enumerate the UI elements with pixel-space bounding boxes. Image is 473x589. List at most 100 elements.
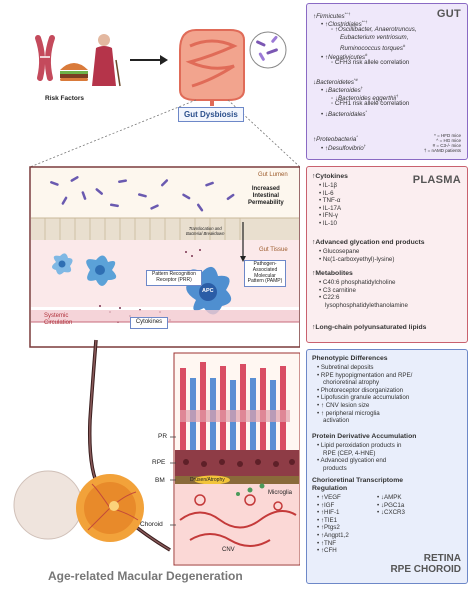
list-item: • Nε(1-carboxyethyl)-lysine): [319, 255, 395, 263]
cytokines-box: Cytokines: [130, 317, 168, 329]
bacteroides-eggerthii-line: ◦ ↓Bacteroides eggerthii†: [331, 93, 399, 103]
firmicutes-line: ↑Firmicutes*^†: [313, 11, 351, 21]
cfh1-line: ◦ CFH1 risk allele correlation: [331, 100, 410, 107]
apc-label: APC: [202, 288, 214, 294]
metabolites-heading: ↑Metabolites: [312, 270, 353, 277]
gut-tissue-label: Gut Tissue: [259, 247, 288, 253]
bacteroidetes-line: ↓Bacteroidetes*#: [313, 77, 358, 87]
list-item: RPE (CEP, 4-HNE): [323, 449, 376, 457]
upregulated-list: • ↑VEGF • ↑IGF • ↑HIF-1 • ↑TIE1 • ↑Ptgs2…: [317, 494, 349, 555]
retina-panel: Phenotypic Differences • Subretinal depo…: [306, 349, 468, 584]
list-item: • Advanced glycation end: [317, 457, 387, 465]
list-item: • ↓PGC1a: [377, 501, 405, 509]
list-item: • C40:6 phosphatidylcholine: [319, 279, 396, 286]
retina-title-block: RETINA RPE CHOROID: [390, 553, 461, 575]
downregulated-list: • ↓AMPK • ↓PGC1a • ↓CXCR3: [377, 494, 405, 517]
list-item: • ↑ peripheral microglia: [317, 409, 380, 417]
gut-panel: GUT ↑Firmicutes*^† • ↑Clostridiales*^† ◦…: [306, 3, 468, 160]
list-item: • C3 carnitine: [319, 286, 356, 294]
proteobacteria-line: ↑Proteobacteria*: [313, 134, 358, 144]
list-item: • TNF-α: [319, 197, 341, 205]
phenotypic-heading: Phenotypic Differences: [312, 355, 388, 362]
choroid-label: Choroid: [140, 521, 163, 528]
transcriptome-heading-2: Regulation: [312, 485, 348, 492]
list-item: • ↑TIE1: [317, 516, 338, 524]
epithelium: [31, 217, 299, 240]
microglia-label: Microglia: [268, 490, 293, 496]
phenotype-list: • Subretinal deposits • RPE hypopigmenta…: [317, 364, 412, 425]
cnv-label: CNV: [222, 547, 235, 553]
oscillibacter-line: ◦ ↑Oscillibacter, Anaerotruncus,: [331, 26, 417, 33]
list-item: • ↓AMPK: [377, 494, 402, 501]
increased-permeability-label: Increased Intestinal Permeability: [248, 186, 284, 206]
list-item: • IL-17A: [319, 204, 342, 212]
list-item: • ↑TNF: [317, 539, 337, 547]
figure-title: Age-related Macular Degeneration: [48, 569, 243, 583]
risk-factors-label: Risk Factors: [45, 95, 85, 102]
negativicutes-line: • ↑Negativicutes#: [321, 52, 368, 62]
plasma-title: PLASMA: [412, 174, 461, 186]
list-item: • IL-1β: [319, 182, 338, 189]
bm-label: BM: [155, 477, 165, 484]
pamp-box: Pathogen- Associated Molecular Pattern (…: [244, 260, 286, 288]
apc-cell: [86, 255, 117, 286]
list-item: • ↑Ptgs2: [317, 524, 340, 532]
list-item: • IL-6: [319, 189, 334, 197]
gut-title: GUT: [436, 8, 461, 20]
lumen-bacteria: [50, 176, 235, 212]
list-item: • Subretinal deposits: [317, 364, 374, 371]
rpe-choroid-title: RPE CHOROID: [390, 564, 461, 575]
pr-label: PR: [158, 433, 168, 440]
cytokines-heading: ↑Cytokines: [312, 173, 348, 180]
translocation-label: Translocation and Bacterial Breakdown: [186, 226, 225, 236]
drusen-label: Drusen/Atrophy: [190, 477, 225, 483]
lipids-heading: ↑Long-chain polyunsaturated lipids: [312, 324, 427, 331]
list-item: • Glucosepane: [319, 248, 360, 255]
ruminococcus-line: Ruminococcus torques#: [340, 43, 406, 53]
list-item: • Photoreceptor disorganization: [317, 386, 404, 394]
protein-list: • Lipid peroxidation products in RPE (CE…: [317, 442, 401, 472]
list-item: • ↑VEGF: [317, 494, 341, 501]
list-item: • IL-10: [319, 219, 337, 227]
gut-legend: * = HFD mice ^ = HG mice # = C3-/- mice …: [423, 133, 461, 153]
retina-title: RETINA: [423, 553, 461, 564]
bacteria-icon: [249, 31, 287, 69]
cfh3-line: ◦ CFH3 risk allele correlation: [331, 59, 410, 66]
elderly-person-icon: [92, 34, 121, 87]
eubacterium-line: Eubacterium ventriosum,: [340, 34, 409, 41]
bacteroidales-line: • ↓Bacteroidales*: [321, 109, 368, 119]
list-item: • Lipofuscin granule accumulation: [317, 394, 410, 402]
systemic-circulation-label: Systemic Circulation: [44, 313, 73, 326]
list-item: • ↑CFH: [317, 547, 337, 555]
rpe-label: RPE: [152, 459, 166, 466]
list-item: • ↑HIF-1: [317, 509, 340, 517]
desulfovibrio-line: • ↑Desulfovibrio†: [321, 143, 366, 153]
list-item: • C22:6: [319, 294, 340, 302]
cytokine-list: • IL-1β • IL-6 • TNF-α • IL-17A • IFN-γ …: [319, 182, 341, 228]
chromosome-icon: [35, 35, 55, 81]
list-item: • ↑ CNV lesion size: [317, 401, 370, 409]
list-item: chorioretinal atrophy: [323, 379, 380, 387]
list-item: activation: [323, 417, 350, 425]
apc-cell-small: [52, 253, 73, 275]
gut-lumen-label: Gut Lumen: [258, 172, 288, 178]
burger-icon: [60, 63, 88, 81]
list-item: • ↑IGF: [317, 501, 335, 509]
retina-section: [173, 352, 300, 566]
age-heading: ↑Advanced glycation end products: [312, 239, 425, 246]
list-item: • RPE hypopigmentation and RPE/: [317, 371, 413, 379]
list-item: • IFN-γ: [319, 212, 339, 220]
prr-box: Pattern Recognition Receptor (PRR): [146, 270, 202, 286]
list-item: lysophosphatidylethanolamine: [325, 301, 408, 309]
list-item: products: [323, 464, 347, 472]
list-item: • Lipid peroxidation products in: [317, 442, 402, 449]
transcriptome-heading: Chorioretinal Transcriptome: [312, 477, 404, 484]
metabolite-list: • C40:6 phosphatidylcholine • C3 carniti…: [319, 279, 408, 309]
plasma-panel: PLASMA ↑Cytokines • IL-1β • IL-6 • TNF-α…: [306, 166, 468, 343]
list-item: • ↑Angpt1,2: [317, 531, 349, 539]
protein-heading: Protein Derivative Accumulation: [312, 433, 417, 440]
age-list: • Glucosepane • Nε(1-carboxyethyl)-lysin…: [319, 248, 394, 263]
list-item: • ↓CXCR3: [377, 509, 405, 517]
intestine-icon: [179, 29, 245, 106]
eye-icon: [13, 470, 144, 542]
